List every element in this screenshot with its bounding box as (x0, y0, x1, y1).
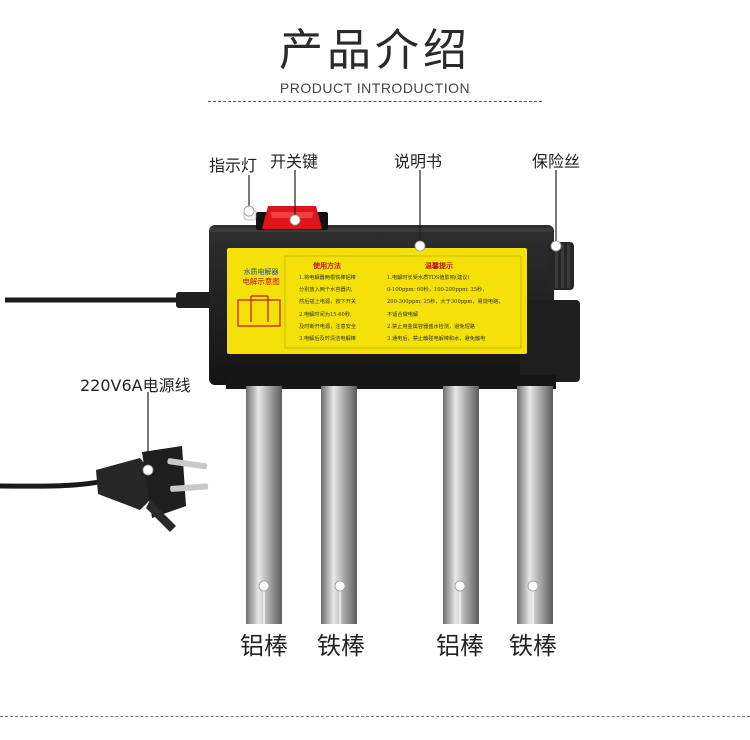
callout-dot-cord (142, 464, 154, 476)
callout-dot-rod-3 (454, 580, 466, 592)
usage-line: 3.电解后及时清洁电解棒 (299, 336, 356, 342)
tips-line: 0-100ppm: 60秒，100-200ppm: 35秒， (387, 287, 488, 293)
fuse-holder (548, 242, 574, 290)
tips-line: 3.通电后，禁止触碰电解棒和水，避免触电 (387, 336, 486, 342)
power-plug (96, 446, 209, 532)
callout-dot-manual (414, 240, 426, 252)
cord-strain-relief (176, 292, 212, 308)
usage-line: 1.将电解器两根铁棒铝棒 (299, 275, 356, 281)
usage-title: 使用方法 (313, 262, 341, 270)
tips-line: 2.禁止用金属容器盛水检测，避免短路 (387, 324, 475, 330)
callout-dot-fuse (550, 240, 562, 252)
electrolysis-diagram (237, 299, 281, 327)
device-base (226, 375, 556, 389)
device-side-block (520, 300, 580, 382)
callout-fuse: 保险丝 (532, 152, 581, 171)
callout-manual: 说明书 (394, 152, 443, 171)
usage-line: 2.电解时间为15-60秒, (299, 312, 352, 318)
panel-brand-line1: 水质电解器 (243, 268, 279, 276)
rods (246, 386, 553, 624)
callout-power-cord: 220V6A电源线 (80, 376, 191, 395)
callout-dot-rod-4 (527, 580, 539, 592)
tips-line: 1.电解时长受水质TDS值影响(建议) (387, 275, 470, 281)
rod-label-1: 铝棒 (240, 632, 288, 660)
page-subtitle: PRODUCT INTRODUCTION (279, 80, 471, 96)
panel-brand-line2: 电解示意图 (242, 277, 280, 286)
callout-dot-indicator (243, 205, 255, 217)
tips-title: 温馨提示 (425, 262, 453, 270)
instruction-panel-text: 水质电解器 电解示意图 使用方法 1.将电解器两根铁棒铝棒 分别放入两个水容器内… (229, 250, 525, 352)
usage-line: 分别放入两个水容器内, (299, 287, 353, 293)
footer-divider (0, 716, 750, 717)
tips-line: 不适合做电解 (387, 312, 419, 318)
panel-brand: 水质电解器 电解示意图 (233, 268, 289, 286)
callout-dot-switch (289, 214, 301, 226)
instruction-panel (227, 248, 527, 354)
header-divider (208, 101, 542, 102)
callout-indicator-light: 指示灯 (209, 156, 258, 175)
callout-dot-rod-2 (334, 580, 346, 592)
callout-switch: 开关键 (270, 152, 319, 171)
rod-label-2: 铁棒 (317, 632, 365, 660)
tips-line: 200-300ppm: 25秒，大于300ppm，易烧电路， (387, 299, 504, 305)
rod-label-3: 铝棒 (436, 632, 484, 660)
rod-label-4: 铁棒 (509, 632, 557, 660)
callout-dot-rod-1 (258, 580, 270, 592)
usage-line: 及时断开电源，注意安全 (299, 324, 357, 330)
usage-line: 然后插上电源，按下开关 (299, 299, 357, 305)
page-title: 产品介绍 (279, 25, 471, 76)
